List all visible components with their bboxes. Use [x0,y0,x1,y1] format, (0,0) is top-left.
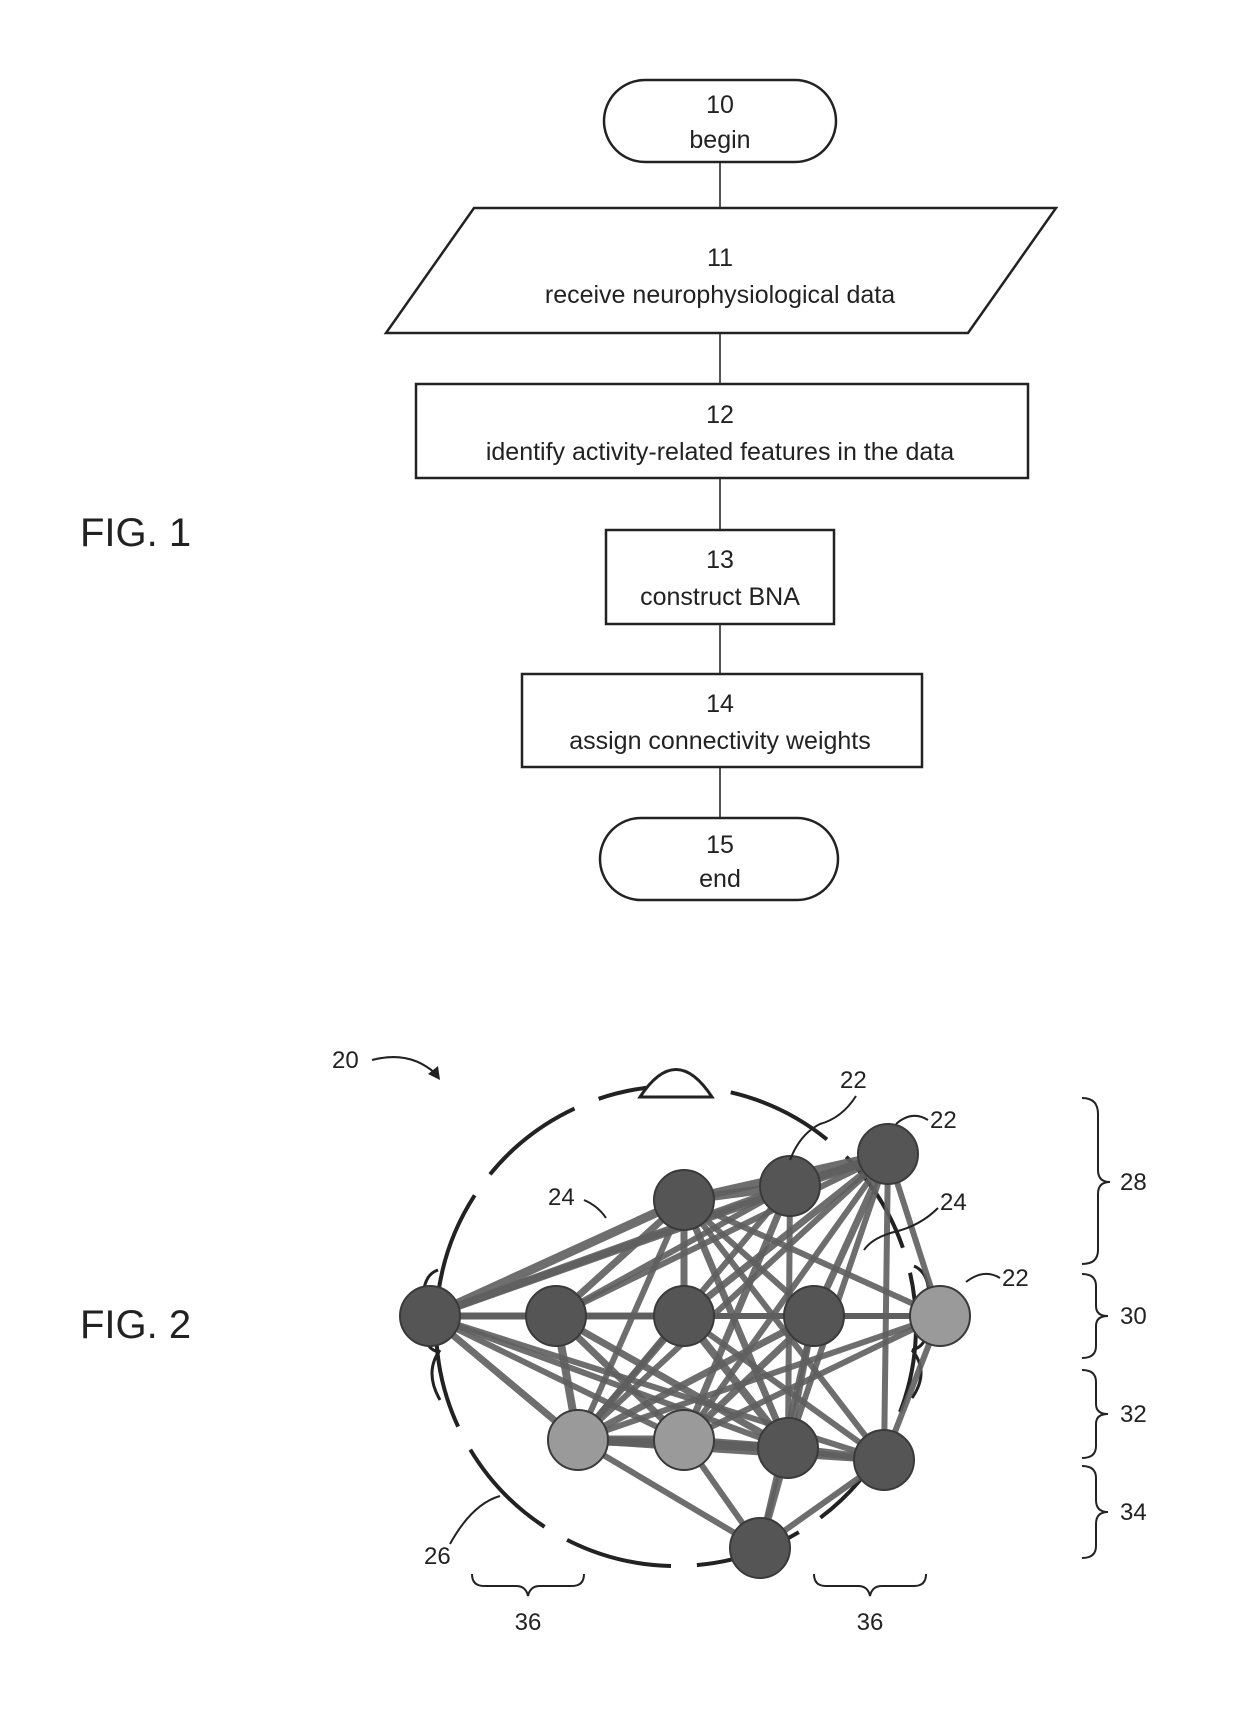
brace-side-left [472,1574,584,1596]
ref-head: 26 [424,1543,451,1570]
ref-edge-a-leader [584,1200,606,1218]
step-12-number: 12 [706,401,734,429]
brace-row-1 [1082,1098,1110,1264]
network-edge [884,1154,888,1460]
network-node-dark [654,1286,714,1346]
brace-side-right [814,1574,926,1596]
step-10-number: 10 [706,91,734,119]
brace-row-4 [1082,1466,1108,1558]
step-12-text: identify activity-related features in th… [486,438,954,466]
fig1-label: FIG. 1 [80,511,191,555]
brace-row-3 [1082,1370,1108,1458]
ref-node-c: 22 [1002,1265,1029,1292]
network-node-dark [654,1170,714,1230]
network-node-light [548,1410,608,1470]
brace-row-2 [1082,1274,1108,1358]
nose-outline [640,1070,712,1098]
network-node-light [910,1286,970,1346]
ref-edge-b: 24 [940,1189,967,1216]
ref-node-a: 22 [840,1067,867,1094]
ref-row-1: 28 [1120,1169,1147,1196]
network-node-dark [400,1286,460,1346]
step-15-text: end [699,865,741,893]
ref-side-right: 36 [857,1609,884,1636]
step-13-text: construct BNA [640,583,800,611]
ref-node-b-leader [896,1116,928,1124]
ref-edge-a: 24 [548,1184,575,1211]
step-10-text: begin [689,126,750,154]
network-node-dark [526,1286,586,1346]
ref-row-2: 30 [1120,1303,1147,1330]
fig2-label: FIG. 2 [80,1303,191,1347]
step-14-text: assign connectivity weights [569,727,871,755]
ref-node-b: 22 [930,1107,957,1134]
ref-head-leader [450,1496,500,1544]
step-15-number: 15 [706,831,734,859]
ref-node-a-leader [790,1096,856,1160]
network-node-dark [854,1430,914,1490]
ref-row-3: 32 [1120,1401,1147,1428]
ref-side-left: 36 [515,1609,542,1636]
network-node-dark [730,1518,790,1578]
step-11-number: 11 [707,244,733,272]
network-node-light [654,1410,714,1470]
network-node-dark [784,1286,844,1346]
step-13-number: 13 [706,546,734,574]
network-node-dark [858,1124,918,1184]
flowchart: 10 begin 11 receive neurophysiological d… [386,80,1056,900]
ref-network-arrow [372,1057,436,1074]
ref-row-4: 34 [1120,1499,1147,1526]
network-node-dark [758,1418,818,1478]
network-node-dark [760,1156,820,1216]
step-14-number: 14 [706,690,734,718]
ref-node-c-leader [966,1274,1000,1282]
ref-network: 20 [332,1047,359,1074]
step-11-text: receive neurophysiological data [545,281,895,309]
